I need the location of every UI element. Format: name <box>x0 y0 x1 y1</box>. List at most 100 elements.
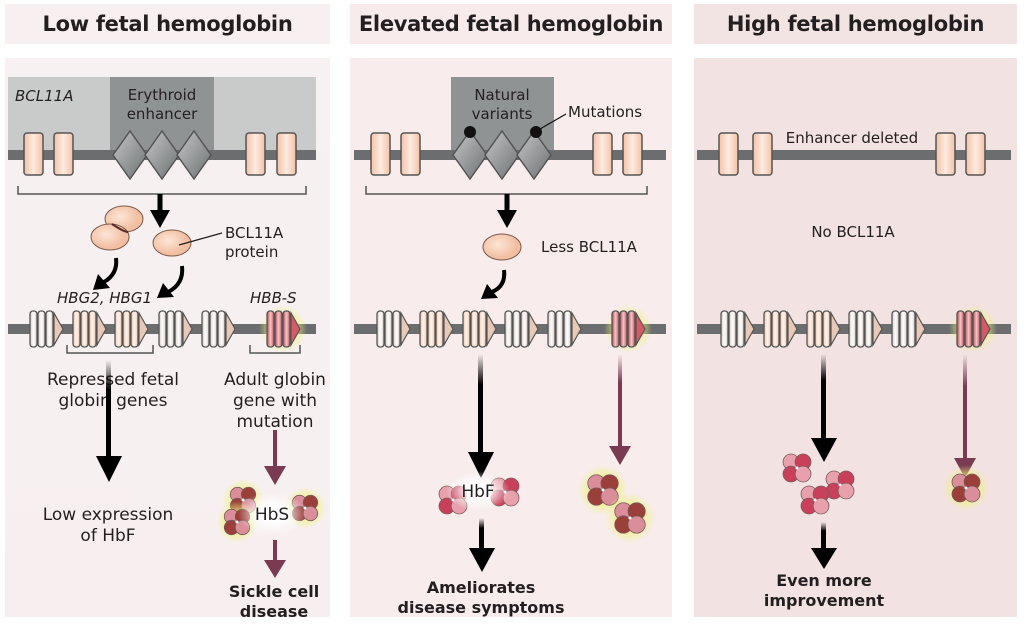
gene-label-bcl11a: BCL11A <box>15 87 73 105</box>
exon <box>622 132 643 176</box>
outcome-adult: Sickle cell <box>229 582 319 601</box>
fetal-genes-label: HBG2, HBG1 <box>57 289 152 307</box>
arrow-outcome <box>811 522 837 569</box>
arrow-fetal <box>96 360 122 482</box>
gene-bracket <box>365 186 648 195</box>
panel-title-low: Low fetal hemoglobin <box>5 4 330 44</box>
outcome-2: improvement <box>764 591 885 610</box>
hbs-label: HbS <box>255 505 289 525</box>
bcl11a-protein <box>90 223 130 251</box>
less-bcl11a-label: Less BCL11A <box>541 238 638 256</box>
exon <box>23 132 44 176</box>
hbs-molecules <box>577 464 656 544</box>
bcl11a-protein <box>152 229 192 257</box>
enhancer-element <box>176 129 212 181</box>
outcome: Even more <box>776 571 872 590</box>
chromosome-bcl11a-2 <box>354 113 666 181</box>
no-bcl11a-label: No BCL11A <box>811 223 895 241</box>
hbf-label: HbF <box>461 482 494 502</box>
adult-desc-2: gene with <box>233 391 317 411</box>
outcome-fetal: Low expression <box>43 505 174 525</box>
arrow-down <box>150 194 170 228</box>
adult-desc: Adult globin <box>224 370 326 390</box>
adult-globin-gene <box>949 305 997 353</box>
protein-label: BCL11A <box>225 224 284 242</box>
hemoglobin-tetramer <box>604 492 656 544</box>
enhancer-deleted-label: Enhancer deleted <box>786 129 918 147</box>
enhancer-element <box>516 129 552 181</box>
enhancer-label-2: enhancer <box>127 105 198 123</box>
exon <box>245 132 266 176</box>
hemoglobin-tetramer <box>825 470 855 500</box>
enhancer-element <box>112 129 148 181</box>
fetal-bracket <box>66 345 154 354</box>
outcome-fetal-2: of HbF <box>80 526 135 546</box>
hemoglobin-tetramer <box>942 464 990 512</box>
curved-arrow <box>102 257 119 284</box>
globin-gene <box>891 310 926 348</box>
mutation-dot <box>464 126 476 138</box>
globin-gene <box>29 310 64 348</box>
exon <box>276 132 297 176</box>
hemoglobin-tetramer <box>800 485 830 515</box>
arrow-adult <box>609 354 631 465</box>
bcl11a-protein <box>482 233 522 261</box>
globin-gene <box>720 310 755 348</box>
enhancer-label-2: variants <box>472 105 533 123</box>
mutation-dot <box>530 126 542 138</box>
globin-gene <box>158 310 193 348</box>
globin-locus <box>697 305 1011 353</box>
mutations-label: Mutations <box>568 103 642 121</box>
adult-bracket <box>249 345 301 354</box>
title-text: Elevated fetal hemoglobin <box>358 12 664 36</box>
adult-desc-3: mutation <box>237 412 314 432</box>
exon <box>592 132 613 176</box>
curved-arrow <box>491 269 507 294</box>
chromosome-bcl11a-3 <box>697 132 1011 176</box>
adult-gene-label: HBB-S <box>250 289 297 307</box>
exon <box>53 132 74 176</box>
hbf-molecules <box>782 453 855 515</box>
fetal-globin-gene <box>806 310 841 348</box>
chromosome-bcl11a-1 <box>8 129 316 181</box>
exon <box>935 132 956 176</box>
fetal-globin-gene <box>114 310 149 348</box>
leader-line <box>178 232 223 246</box>
enhancer-label: Erythroid <box>128 86 197 104</box>
repressed-label: Repressed fetal <box>47 370 179 390</box>
arrow-fetal <box>811 354 837 462</box>
exon <box>400 132 421 176</box>
outcome-2: disease symptoms <box>398 598 565 617</box>
fetal-globin-gene <box>763 310 798 348</box>
arrow-down <box>497 194 517 228</box>
panel-title-elevated: Elevated fetal hemoglobin <box>350 4 672 44</box>
globin-locus <box>354 305 666 353</box>
exon <box>370 132 391 176</box>
adult-globin-gene <box>604 305 652 353</box>
globin-gene <box>201 310 236 348</box>
globin-locus <box>8 305 316 353</box>
panel-title-high: High fetal hemoglobin <box>694 4 1017 44</box>
title-text: High fetal hemoglobin <box>726 12 985 36</box>
exon <box>752 132 773 176</box>
enhancer-label: Natural <box>474 86 529 104</box>
globin-gene <box>504 310 539 348</box>
title-text: Low fetal hemoglobin <box>42 12 293 36</box>
arrow-adult <box>264 430 286 578</box>
fetal-globin-gene <box>462 310 497 348</box>
arrow-fetal <box>468 354 494 478</box>
hemoglobin-tetramer <box>782 453 812 483</box>
globin-gene <box>547 310 582 348</box>
outcome-adult-2: disease <box>240 602 309 621</box>
globin-gene <box>376 310 411 348</box>
enhancer-element <box>452 129 488 181</box>
protein-label-2: protein <box>225 243 278 261</box>
fetal-globin-gene <box>72 310 107 348</box>
hbs-molecules <box>942 464 990 512</box>
repressed-label-2: globin genes <box>59 391 168 411</box>
arrow-outcome <box>469 518 495 572</box>
globin-gene <box>848 310 883 348</box>
exon <box>718 132 739 176</box>
arrow-adult <box>954 354 976 478</box>
